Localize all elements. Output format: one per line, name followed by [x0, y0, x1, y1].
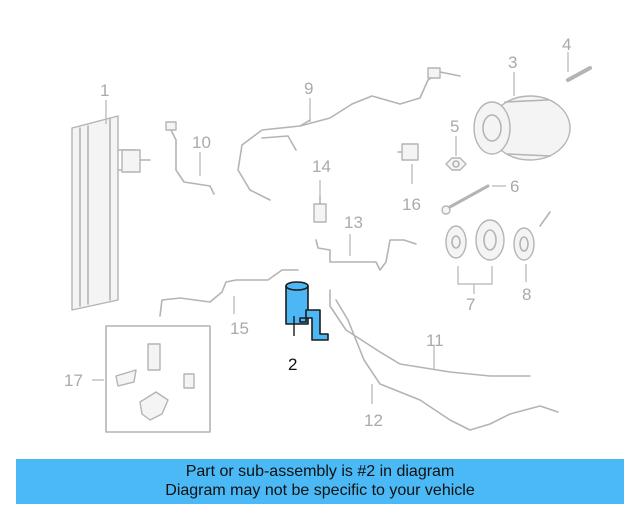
banner-line-1: Part or sub-assembly is #2 in diagram — [185, 463, 455, 480]
callout-6: 6 — [510, 177, 519, 196]
callout-2: 2 — [288, 355, 297, 374]
part-1-condenser — [71, 115, 151, 311]
part-13-line — [315, 239, 417, 271]
part-7-clutch-assembly — [445, 219, 505, 261]
callout-17: 17 — [64, 371, 83, 390]
callout-12: 12 — [364, 411, 383, 430]
banner-line-2: Diagram may not be specific to your vehi… — [165, 482, 475, 499]
part-4-bolt — [566, 66, 592, 82]
part-17-seal-kit — [105, 325, 211, 433]
callout-3: 3 — [508, 53, 517, 72]
parts-diagram: 1 10 9 3 4 5 6 — [64, 35, 592, 433]
part-15-liquid-line — [159, 269, 299, 317]
callout-1: 1 — [100, 81, 109, 100]
part-3-compressor — [473, 95, 571, 161]
callout-15: 15 — [230, 319, 249, 338]
callout-10: 10 — [192, 133, 211, 152]
part-8-coil — [513, 211, 551, 261]
callout-8: 8 — [522, 285, 531, 304]
callout-11: 11 — [426, 331, 444, 350]
part-5-nut — [445, 157, 467, 171]
callout-14: 14 — [312, 157, 331, 176]
callout-16: 16 — [402, 195, 421, 214]
callout-4: 4 — [562, 35, 571, 54]
part-9-hose-assembly — [237, 67, 461, 201]
callout-7: 7 — [466, 295, 475, 314]
part-10-hose — [165, 121, 215, 195]
part-6-bolt — [441, 184, 490, 215]
info-banner: Part or sub-assembly is #2 in diagram Di… — [16, 459, 624, 504]
callout-9: 9 — [304, 79, 313, 98]
part-2-receiver-drier — [285, 281, 329, 341]
callout-5: 5 — [450, 117, 459, 136]
callout-13: 13 — [344, 213, 363, 232]
part-11-discharge-line — [329, 289, 531, 377]
part-16-sensor — [397, 143, 419, 161]
part-12-suction-line — [335, 299, 559, 431]
part-14-valve — [313, 195, 327, 223]
